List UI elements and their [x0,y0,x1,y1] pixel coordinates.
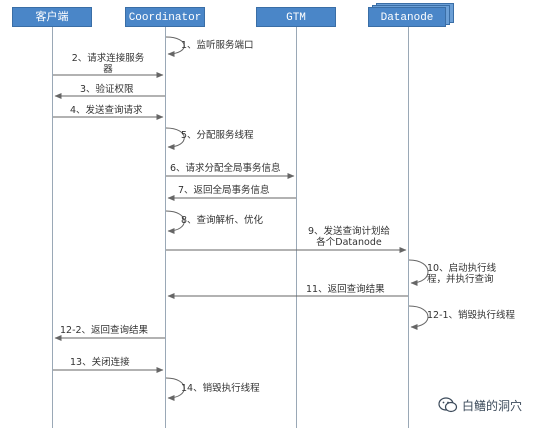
wechat-icon [438,397,458,413]
label-2-line2: 器 [103,64,113,75]
actor-coordinator: Coordinator [125,7,205,27]
watermark: 白鳝的洞穴 [438,394,550,416]
arrow-10-self [408,259,429,286]
lifeline-coordinator [165,27,166,428]
lifeline-gtm [296,27,297,428]
arrow-1-self [165,36,185,57]
label-13: 13、关闭连接 [70,357,130,368]
label-6: 6、请求分配全局事务信息 [170,163,281,174]
label-3: 3、验证权限 [80,84,134,95]
label-9-line1: 9、发送查询计划给 [307,226,391,237]
label-10-line1: 10、启动执行线 [427,263,497,274]
arrow-12-1-self [408,305,429,330]
label-10-line2: 程，并执行查询 [427,274,494,285]
label-7: 7、返回全局事务信息 [178,185,270,196]
arrow-14-self [165,377,185,401]
label-9: 9、发送查询计划给 各个Datanode [298,226,400,248]
label-14: 14、销毁执行线程 [181,383,260,394]
actor-gtm: GTM [256,7,336,27]
label-9-line2: 各个Datanode [316,237,382,248]
watermark-text: 白鳝的洞穴 [462,398,523,413]
label-2-line1: 2、请求连接服务 [71,53,145,64]
label-5: 5、分配服务线程 [181,130,254,141]
arrow-5-self [165,127,185,150]
lifeline-client [52,27,53,428]
label-12-1: 12-1、销毁执行线程 [427,310,516,321]
label-12-2: 12-2、返回查询结果 [60,325,149,336]
lifeline-datanode [408,27,409,428]
actor-datanode: Datanode [368,7,446,27]
label-8: 8、查询解析、优化 [181,215,264,226]
label-2: 2、请求连接服务 器 [58,53,158,75]
label-1: 1、监听服务端口 [181,40,254,51]
arrow-8-self [165,210,185,234]
actor-client: 客户端 [12,7,92,27]
label-4: 4、发送查询请求 [70,105,143,116]
label-11: 11、返回查询结果 [306,284,385,295]
label-10: 10、启动执行线 程，并执行查询 [427,263,496,285]
